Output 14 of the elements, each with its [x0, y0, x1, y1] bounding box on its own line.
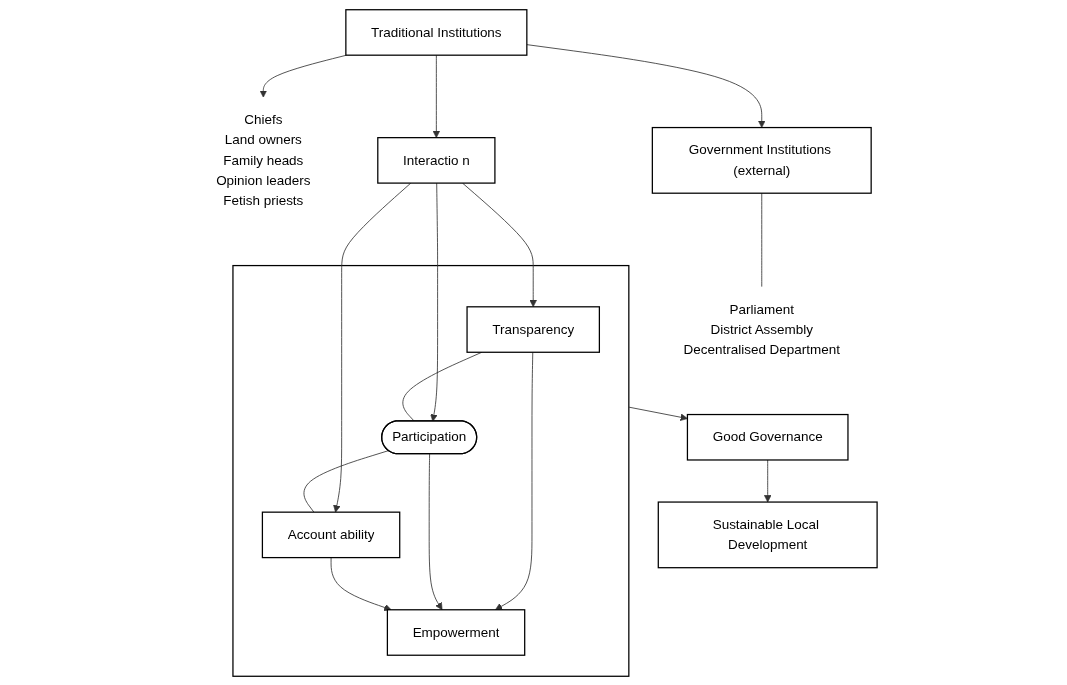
node-box: Sustainable Local Development — [657, 500, 878, 568]
connector — [303, 449, 389, 513]
cluster — [231, 264, 629, 677]
node-box: Interactio n — [376, 136, 496, 184]
node-text: Parliament District Assembly Decentralised Department — [683, 301, 840, 356]
connector — [401, 351, 482, 422]
connector — [760, 192, 762, 287]
node-text: Chiefs Land owners Family heads Opinion leaders Fetish priests — [215, 111, 310, 207]
node-box: Traditional Institutions — [344, 8, 527, 56]
node-box: Account ability — [261, 511, 400, 558]
node-box: Good Governance — [686, 413, 849, 461]
node-box: Government Institutions (external) — [651, 126, 872, 194]
node-box: Transparency — [465, 305, 600, 353]
node-box: Empowerment — [386, 608, 525, 656]
